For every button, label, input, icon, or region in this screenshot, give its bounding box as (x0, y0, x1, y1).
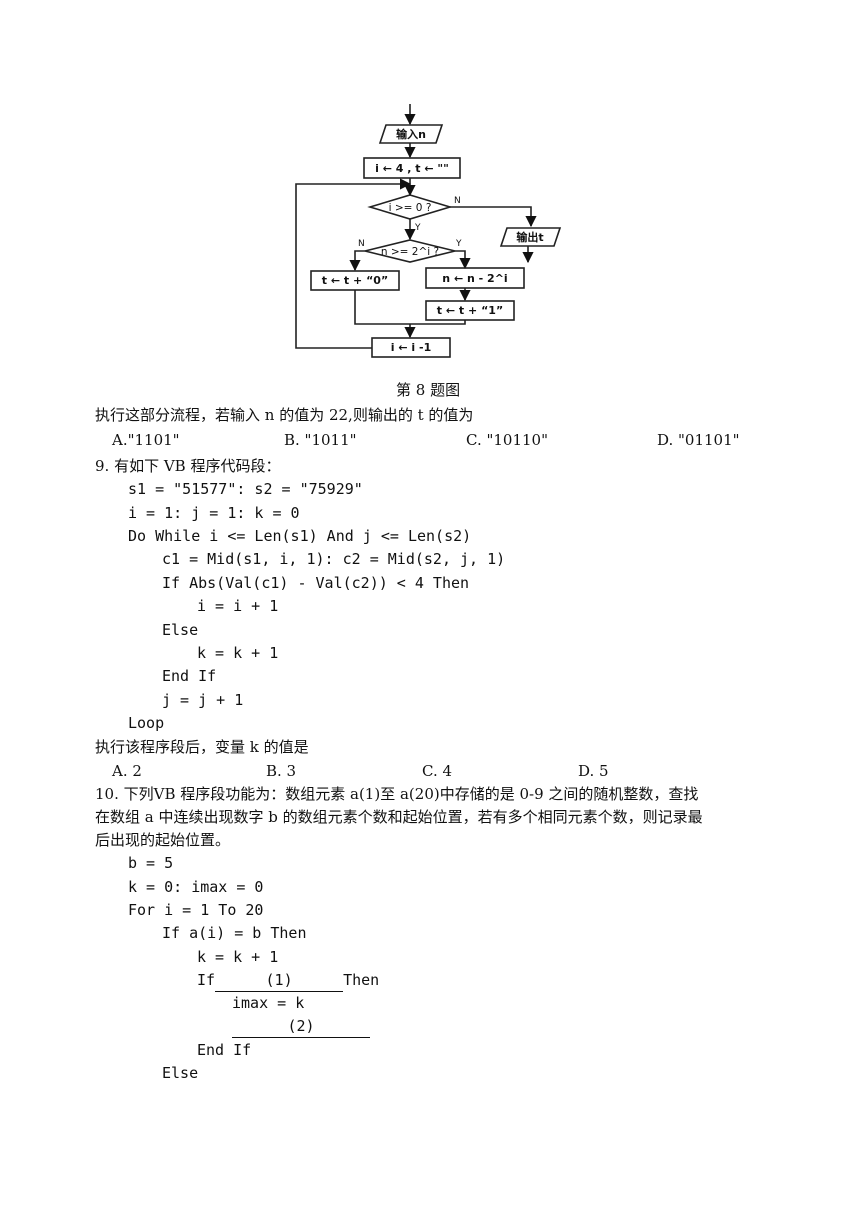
q10-code-line-if: If(1)Then (197, 969, 379, 992)
q9-code-line: Else (162, 621, 199, 639)
q8-stem: 执行这部分流程，若输入 n 的值为 22,则输出的 t 的值为 (95, 406, 474, 424)
blank-1: (1) (215, 969, 344, 992)
q8-option-c: C. "10110" (466, 431, 548, 449)
q9-code-line: Do While i <= Len(s1) And j <= Len(s2) (128, 527, 472, 545)
q9-code-line: i = 1: j = 1: k = 0 (128, 504, 300, 522)
dec-box-label: i ← i -1 (391, 341, 431, 354)
input-label: 输入n (396, 127, 426, 141)
q9-code-line: s1 = "51577": s2 = "75929" (128, 480, 363, 498)
q10-code-line: For i = 1 To 20 (128, 901, 264, 919)
init-box (363, 157, 461, 179)
q10-code-line: b = 5 (128, 854, 174, 872)
cond2-label: n >= 2^i ? (381, 246, 439, 258)
q10-if-keyword: If (197, 971, 216, 989)
q9-code-line: End If (162, 667, 217, 685)
right-box-1-label: n ← n - 2^i (442, 272, 507, 285)
q9-code-line: i = i + 1 (197, 597, 279, 615)
q10-stem-line: 10. 下列VB 程序段功能为：数组元素 a(1)至 a(20)中存储的是 0-… (95, 785, 699, 803)
right-box-2 (425, 300, 515, 321)
q8-option-b: B. "1011" (284, 431, 357, 449)
blank-2: (2) (232, 1015, 370, 1038)
output-shape (499, 227, 562, 247)
right-box-1 (425, 267, 525, 289)
left-box-label: t ← t + “0” (322, 274, 388, 287)
q9-option-a: A. 2 (112, 762, 142, 780)
q10-stem-line: 后出现的起始位置。 (95, 831, 231, 849)
cond2-yes-label: Y (455, 239, 462, 249)
q10-then-keyword: Then (343, 971, 380, 989)
q9-option-c: C. 4 (422, 762, 453, 780)
output-label: 输出t (516, 230, 543, 244)
q9-code-line: If Abs(Val(c1) - Val(c2)) < 4 Then (162, 574, 470, 592)
q8-option-a: A."1101" (112, 431, 180, 449)
q9-code-line: c1 = Mid(s1, i, 1): c2 = Mid(s2, j, 1) (162, 550, 506, 568)
q9-question: 执行该程序段后，变量 k 的值是 (95, 738, 309, 756)
figure-caption: 第 8 题图 (396, 381, 461, 399)
q9-option-b: B. 3 (266, 762, 297, 780)
cond1-no-label: N (454, 196, 461, 206)
q10-code-line-blank2: (2) (232, 1015, 370, 1038)
q10-code-line: k = 0: imax = 0 (128, 878, 264, 896)
q9-code-line: k = k + 1 (197, 644, 279, 662)
q10-code-line: Else (162, 1064, 199, 1082)
q10-stem-line: 在数组 a 中连续出现数字 b 的数组元素个数和起始位置，若有多个相同元素个数，… (95, 808, 703, 826)
q8-option-d: D. "01101" (657, 431, 740, 449)
q10-code-line: k = k + 1 (197, 948, 279, 966)
flowchart: 输入n i ← 4 , t ← "" i >= 0 ? N Y 输出t n >=… (295, 104, 562, 358)
q9-code-line: Loop (128, 714, 165, 732)
right-box-2-label: t ← t + “1” (437, 304, 503, 317)
q9-code-line: j = j + 1 (162, 691, 244, 709)
cond1-yes-label: Y (414, 223, 421, 233)
q10-code-line: End If (197, 1041, 252, 1059)
q9-option-d: D. 5 (578, 762, 609, 780)
input-shape (378, 124, 444, 144)
q10-code-line: If a(i) = b Then (162, 924, 307, 942)
q9-stem: 9. 有如下 VB 程序代码段： (95, 457, 281, 475)
cond1-label: i >= 0 ? (389, 202, 432, 214)
q10-code-line: imax = k (232, 994, 305, 1012)
cond2-no-label: N (358, 239, 365, 249)
cond2-diamond (364, 239, 456, 263)
init-label: i ← 4 , t ← "" (375, 162, 449, 175)
